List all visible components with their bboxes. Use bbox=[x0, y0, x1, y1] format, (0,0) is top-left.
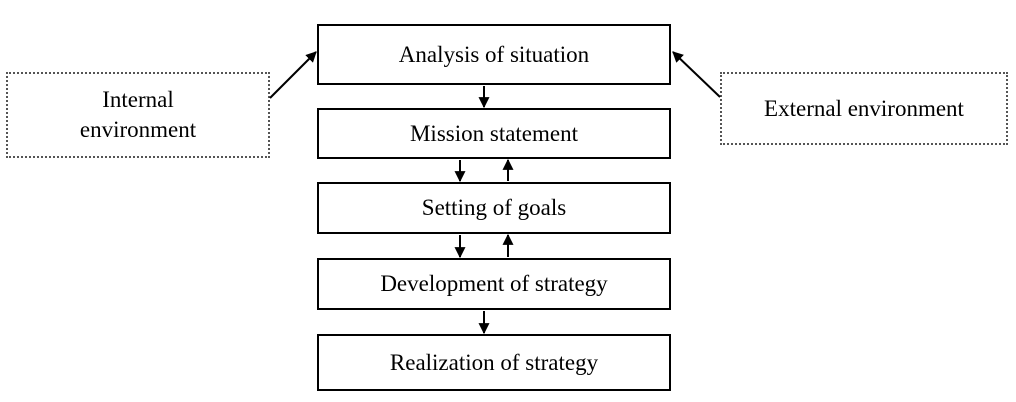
step-label: Development of strategy bbox=[380, 271, 608, 296]
arrow-internal-to-analysis bbox=[269, 51, 317, 99]
step-setting-of-goals: Setting of goals bbox=[317, 182, 671, 234]
step-mission-statement: Mission statement bbox=[317, 108, 671, 159]
step-label: Mission statement bbox=[409, 120, 579, 146]
step-label: Setting of goals bbox=[421, 195, 567, 220]
internal-environment-label: Internal environment bbox=[79, 87, 197, 142]
step-analysis-of-situation: Analysis of situation bbox=[317, 24, 671, 85]
step-label: Realization of strategy bbox=[389, 349, 599, 375]
step-development-of-strategy: Development of strategy bbox=[317, 258, 671, 310]
step-label: Analysis of situation bbox=[398, 41, 590, 67]
step-realization-of-strategy: Realization of strategy bbox=[317, 334, 671, 391]
internal-environment-box: Internal environment bbox=[6, 72, 270, 158]
arrow-external-to-analysis bbox=[672, 51, 721, 98]
external-environment-box: External environment bbox=[720, 72, 1008, 145]
external-environment-label: External environment bbox=[764, 95, 964, 121]
